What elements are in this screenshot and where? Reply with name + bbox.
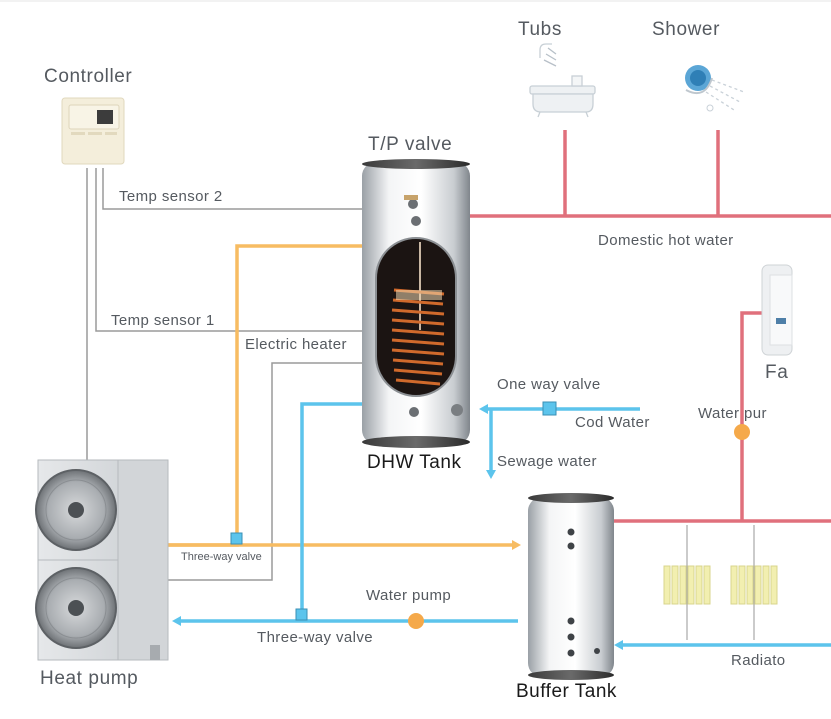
shower-head-icon [685,65,745,112]
dhw-tank-label: DHW Tank [367,452,461,473]
electric-heater-label: Electric heater [245,336,347,353]
water-pump-right-label: Water pur [698,405,767,422]
heat-pump-label: Heat pump [40,668,138,689]
labels: Tubs Shower Controller T/P valve Temp se… [40,19,788,702]
cold-water-pipes [172,402,831,650]
temp-sensor-1-label: Temp sensor 1 [111,312,215,329]
radiator-icon [663,565,778,605]
temp-sensor-2-label: Temp sensor 2 [119,188,223,205]
radiator-label: Radiato [731,652,786,669]
domestic-hot-water-pipes [470,130,831,523]
buffer-tank-icon [528,493,614,680]
temp-sensor-1-wire [95,168,362,332]
buffer-tank-label: Buffer Tank [516,681,617,702]
radiator-risers [686,525,755,640]
sewage-water-label: Sewage water [497,453,597,470]
fan-coil-unit-icon [761,264,793,356]
heating-loop-pipes [167,244,521,550]
water-pump-bottom-label: Water pump [366,587,451,604]
flow-arrow [486,470,496,479]
one-way-valve-icon [542,401,557,416]
tubs-label: Tubs [518,19,562,40]
three-way-valve-bottom-icon [295,608,308,621]
fan-coil-label: Fa [765,362,788,383]
domestic-hot-water-label: Domestic hot water [598,232,734,249]
shower-label: Shower [652,19,720,40]
flow-arrow [614,640,623,650]
sensor-wires [86,168,362,581]
temp-sensor-2-wire [102,168,362,210]
bathtub-icon [529,43,596,118]
flow-arrow [512,540,521,550]
three-way-valve-top-label: Three-way valve [181,551,262,563]
dhw-tank-icon [362,159,470,448]
coil-supply-pipe [167,244,362,547]
flow-arrow [172,616,181,626]
heat-pump-unit-icon [35,459,169,661]
water-pump-bottom-icon [408,613,424,629]
water-pump-right-icon [734,424,750,440]
three-way-valve-bottom-label: Three-way valve [257,629,373,646]
cod-water-label: Cod Water [575,414,650,431]
controller-label: Controller [44,66,132,87]
coil-return-pipe [300,402,362,621]
three-way-valve-top-icon [230,532,243,545]
tp-valve-label: T/P valve [368,134,452,155]
one-way-valve-label: One way valve [497,376,601,393]
controller-panel-icon [61,97,125,165]
electric-heater-wire [167,362,362,581]
flow-arrow [479,404,488,414]
